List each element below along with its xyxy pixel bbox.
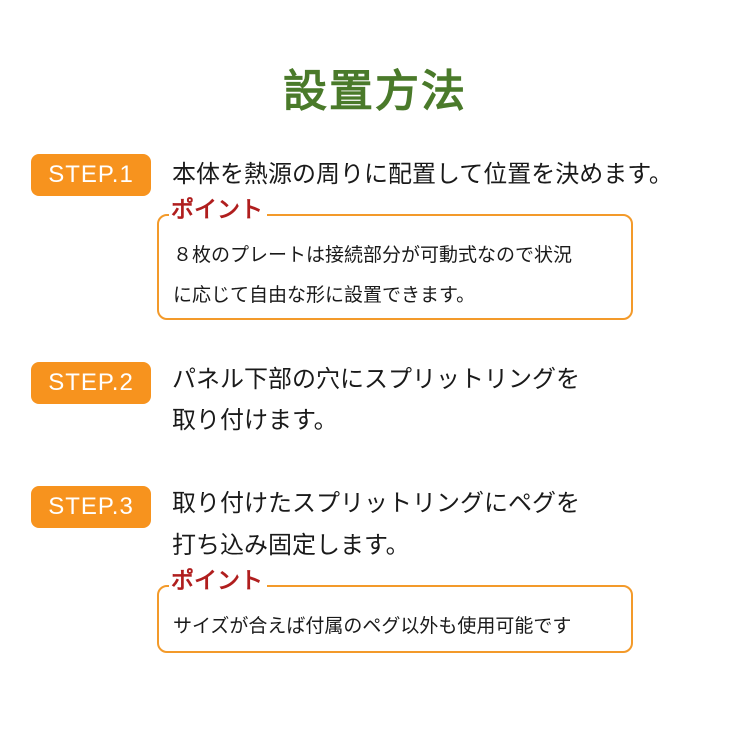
step-3-text-line-1: 取り付けたスプリットリングにペグを: [172, 489, 580, 517]
step-3-point-label: ポイント: [169, 567, 267, 595]
step-1-point-label: ポイント: [169, 196, 267, 224]
page-title: 設置方法: [283, 66, 467, 117]
step-2-text-line-1: パネル下部の穴にスプリットリングを: [172, 365, 580, 393]
step-3-point-line-1: サイズが合えば付属のペグ以外も使用可能です: [173, 615, 572, 637]
step-3-badge: STEP.3: [31, 486, 151, 528]
step-1-point-line-1: ８枚のプレートは接続部分が可動式なので状況: [173, 244, 573, 266]
step-2-badge: STEP.2: [31, 362, 151, 404]
step-3-point-box: ポイント サイズが合えば付属のペグ以外も使用可能です: [157, 567, 633, 653]
step-1-badge: STEP.1: [31, 154, 151, 196]
step-1-point-line-2: に応じて自由な形に設置できます。: [173, 284, 476, 306]
step-3-text-line-2: 打ち込み固定します。: [172, 531, 410, 559]
step-1-point-box: ポイント ８枚のプレートは接続部分が可動式なので状況 に応じて自由な形に設置でき…: [157, 196, 633, 320]
step-1-text: 本体を熱源の周りに配置して位置を決めます。: [172, 160, 673, 188]
step-2-text-line-2: 取り付けます。: [172, 406, 338, 434]
